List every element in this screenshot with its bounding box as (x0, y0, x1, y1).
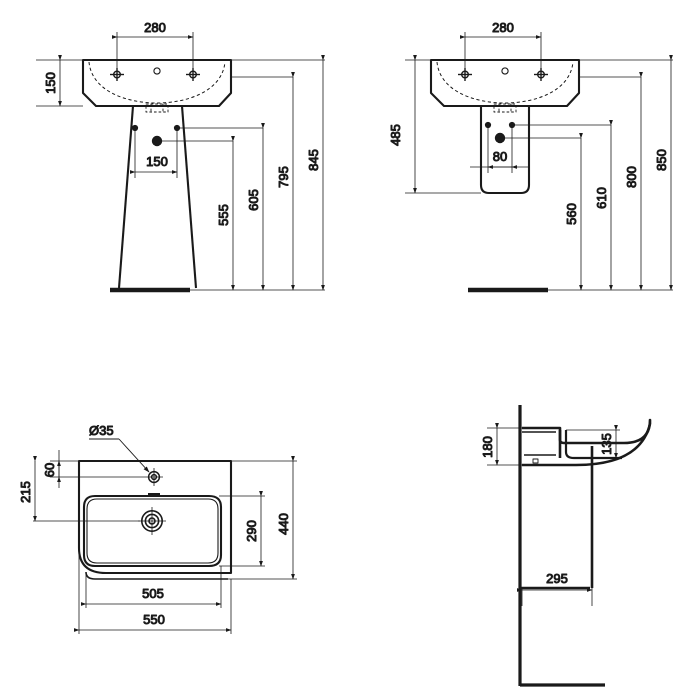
basin-inner-profile-side (564, 430, 622, 460)
dim-label-180-side: 180 (480, 436, 495, 458)
overflow-hole-front (153, 67, 161, 75)
dim-150-vert-front (36, 54, 83, 107)
dim-60-plan (50, 450, 145, 488)
dim-label-dia35-plan: Ø35 (89, 423, 114, 438)
dim-label-800-semi: 800 (624, 166, 639, 188)
dim-label-295-side: 295 (546, 571, 568, 586)
dim-label-605-front: 605 (246, 189, 261, 211)
tap-hole-right-front (186, 68, 200, 81)
basin-outline-plan (77, 459, 233, 575)
dim-label-135-side: 135 (599, 433, 614, 455)
waste-point-front (151, 135, 163, 147)
dim-label-60-plan: 60 (42, 463, 57, 477)
dim-440-plan (228, 455, 297, 580)
view-plan: Ø35 60 215 290 440 (18, 423, 297, 634)
leader-dia35-plan (89, 438, 150, 473)
dim-stack-semi (468, 54, 673, 291)
basin-outline-semi (429, 58, 581, 108)
semipedestal-outline (479, 106, 531, 195)
dim-label-845-front: 845 (306, 149, 321, 171)
dim-label-150-horiz-front: 150 (146, 154, 168, 169)
dim-label-215-plan: 215 (18, 481, 33, 503)
basin-rear-detail-side (522, 431, 556, 456)
waste-collar-front (145, 103, 169, 113)
tap-hole-plan (145, 468, 163, 486)
dim-485-semi (405, 54, 481, 194)
dim-180-side (487, 422, 522, 466)
dim-215-plan (33, 455, 140, 522)
dim-295-side (516, 588, 593, 606)
waste-point-semi (494, 132, 506, 144)
view-front-elevation-pedestal: 280 150 150 555 6 (36, 20, 325, 293)
dim-550-plan (73, 548, 232, 634)
dim-505-plan (80, 566, 222, 608)
dim-280-semi (459, 32, 542, 68)
dim-label-555-front: 555 (216, 204, 231, 226)
dim-label-440-plan: 440 (276, 513, 291, 535)
dim-150-horiz-front (129, 128, 178, 178)
dim-label-290-plan: 290 (244, 520, 259, 542)
dim-label-280-front: 280 (144, 20, 166, 35)
bowl-inner-dashed-semi (436, 61, 574, 104)
bowl-inner-dashed (88, 61, 226, 104)
dim-80-semi (470, 125, 530, 173)
dim-label-795-front: 795 (276, 166, 291, 188)
dim-label-850-semi: 850 (654, 149, 669, 171)
fixing-mark-side (532, 458, 539, 464)
waste-collar-semi (493, 103, 517, 113)
basin-outline-front (81, 58, 233, 108)
dim-label-150-vert-front: 150 (43, 72, 58, 94)
waste-outlet-plan (138, 507, 166, 535)
bowl-inner-plan (82, 494, 223, 568)
tap-hole-left-front (110, 68, 124, 81)
bowl-inner-contour-plan (86, 498, 219, 564)
dim-135-side (566, 424, 620, 459)
view-side-elevation: 180 135 295 (480, 405, 652, 687)
view-front-elevation-semipedestal: 280 485 80 560 610 8 (388, 20, 673, 293)
overflow-hole-semi (501, 67, 509, 75)
dim-label-80-semi: 80 (493, 149, 507, 164)
dim-label-560-semi: 560 (564, 203, 579, 225)
pedestal-profile-side (518, 446, 594, 590)
basin-profile-side (522, 418, 652, 467)
dim-280-front (111, 32, 194, 68)
dim-label-550-plan: 550 (143, 612, 165, 627)
dim-label-505-plan: 505 (142, 586, 164, 601)
tap-hole-right-semi (534, 68, 548, 81)
dim-label-485-semi: 485 (388, 124, 403, 146)
dim-label-280-semi: 280 (492, 20, 514, 35)
tap-hole-left-semi (458, 68, 472, 81)
dim-stack-front (110, 54, 325, 291)
dim-290-plan (219, 490, 265, 567)
dim-label-610-semi: 610 (594, 187, 609, 209)
pedestal-outline-front (117, 105, 198, 289)
